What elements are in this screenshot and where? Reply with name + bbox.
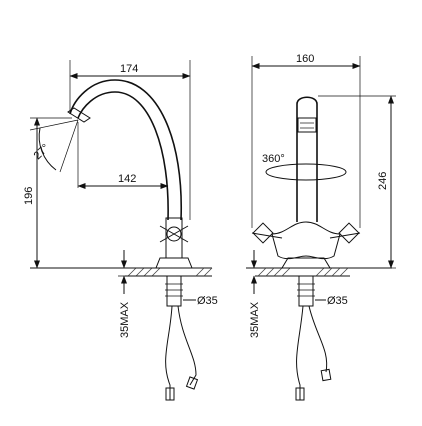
side-spout-inner	[69, 79, 183, 221]
side-base	[155, 257, 193, 269]
side-reach-dim: 142	[118, 173, 136, 185]
front-hose-1	[296, 305, 304, 400]
side-width-dim: 174	[120, 63, 138, 75]
side-hole-dim: Ø35	[197, 295, 218, 307]
side-spout-outer	[77, 91, 169, 221]
front-rotation-ellipse	[265, 163, 347, 181]
side-angle-arc	[38, 127, 57, 171]
side-height-dim: 196	[23, 187, 35, 205]
side-handle-arm-2	[159, 225, 189, 243]
front-rotation-dim: 360°	[262, 153, 285, 165]
front-base	[281, 257, 331, 269]
side-view: 174 196 142 27° 35MAX Ø35	[23, 60, 218, 401]
side-hose-2	[177, 305, 197, 386]
side-deck-dim: 35MAX	[119, 301, 131, 338]
side-shank	[166, 275, 182, 307]
front-shank	[298, 275, 314, 307]
front-spout	[296, 96, 318, 222]
front-view: 360° 160 246 35MAX	[246, 53, 396, 401]
front-countertop-hatch	[255, 267, 350, 277]
front-body	[271, 221, 341, 260]
side-handle	[166, 226, 182, 242]
side-hose-fitting-1	[165, 387, 175, 401]
side-aerator	[67, 107, 91, 123]
front-hose-2	[308, 305, 328, 373]
front-left-handle	[252, 222, 274, 244]
front-right-handle	[338, 222, 360, 244]
side-hose-fitting-2	[185, 376, 199, 390]
front-hose-fitting-1	[295, 387, 305, 401]
front-deck-dim: 35MAX	[249, 301, 261, 338]
side-countertop-hatch	[125, 267, 213, 277]
front-hole-dim: Ø35	[327, 295, 348, 307]
front-height-dim: 246	[377, 172, 389, 190]
side-hose-1	[165, 305, 173, 400]
front-hose-fitting-2	[320, 368, 332, 382]
side-angle-dim: 27°	[32, 142, 52, 162]
front-aerator	[297, 117, 317, 133]
front-width-dim: 160	[296, 53, 314, 65]
